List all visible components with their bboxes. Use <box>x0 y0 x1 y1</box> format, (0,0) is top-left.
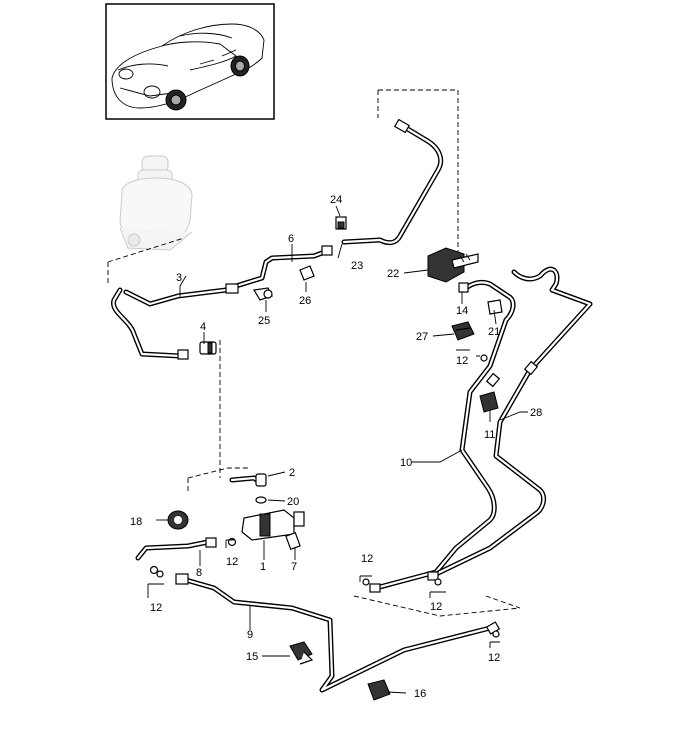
callout-1: 1 <box>260 561 266 573</box>
vehicle-thumbnail <box>105 3 275 120</box>
part-22-bracket <box>427 247 479 283</box>
callout-12-c: 12 <box>361 553 373 565</box>
car-illustration <box>111 23 265 111</box>
callout-23: 23 <box>351 260 363 272</box>
callout-6: 6 <box>288 233 294 245</box>
callout-28: 28 <box>530 407 542 419</box>
callout-2: 2 <box>289 467 295 479</box>
callout-20: 20 <box>287 496 299 508</box>
callout-12-a: 12 <box>456 355 468 367</box>
part-26-clip <box>299 265 315 281</box>
part-11-bracket <box>479 391 499 413</box>
part-12-screws <box>156 354 500 638</box>
dashed-reference-lines <box>107 89 521 617</box>
callout-15: 15 <box>246 651 258 663</box>
pipe-28 <box>369 266 593 593</box>
part-14-fitting <box>458 282 469 293</box>
callout-12-e: 12 <box>150 602 162 614</box>
callout-10: 10 <box>400 457 412 469</box>
part-16-clip <box>367 679 391 701</box>
callout-8: 8 <box>196 567 202 579</box>
callout-26: 26 <box>299 295 311 307</box>
callout-22: 22 <box>387 268 399 280</box>
slave-cylinder-assembly <box>167 473 305 551</box>
callout-7: 7 <box>291 561 297 573</box>
pipe-9 <box>175 573 501 693</box>
callout-27: 27 <box>416 331 428 343</box>
callout-16: 16 <box>414 688 426 700</box>
part-25-clip <box>253 287 273 301</box>
part-24-fitting <box>335 216 347 230</box>
callout-12-f: 12 <box>488 652 500 664</box>
part-27-bracket <box>451 321 475 341</box>
part-15-clip <box>289 641 314 665</box>
callout-25: 25 <box>258 315 270 327</box>
pipe-3-and-6 <box>111 245 333 360</box>
callout-labels: 3 4 6 24 23 26 25 22 14 21 27 12 11 28 1… <box>130 194 542 700</box>
pipe-23 <box>341 118 444 246</box>
callout-12-b: 12 <box>226 556 238 568</box>
pipe-8 <box>135 537 237 575</box>
leader-lines <box>147 205 528 694</box>
pipe-10 <box>373 279 516 591</box>
callout-14: 14 <box>456 305 468 317</box>
callout-3: 3 <box>176 272 182 284</box>
callout-11: 11 <box>484 429 495 441</box>
callout-12-d: 12 <box>430 601 442 613</box>
callout-4: 4 <box>200 321 206 333</box>
callout-9: 9 <box>247 629 253 641</box>
callout-18: 18 <box>130 516 142 528</box>
part-21-clip <box>487 299 503 315</box>
brake-fluid-reservoir <box>119 155 193 251</box>
callout-24: 24 <box>330 194 342 206</box>
part-4-fitting <box>199 341 217 355</box>
callout-21: 21 <box>488 326 500 338</box>
